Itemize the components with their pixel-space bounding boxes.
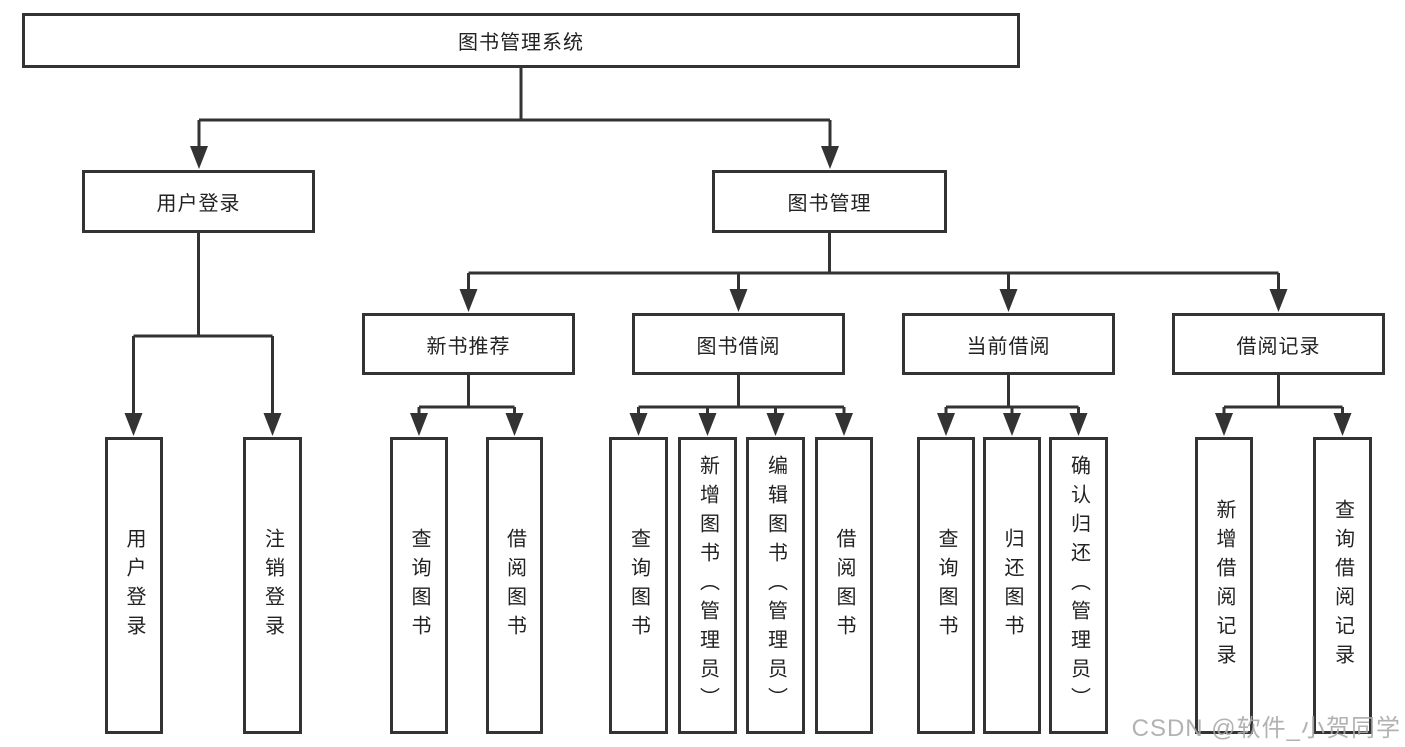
node-current-borrow: 当前借阅 bbox=[902, 313, 1115, 375]
node-return-books: 归还图书 bbox=[983, 437, 1041, 734]
arrowheads bbox=[124, 146, 1352, 436]
node-query-books-1: 查询图书 bbox=[390, 437, 448, 734]
node-query-borrow-record: 查询借阅记录 bbox=[1313, 437, 1372, 734]
node-borrow-books-1: 借阅图书 bbox=[486, 437, 543, 734]
node-new-book-recommend: 新书推荐 bbox=[362, 313, 575, 375]
node-book-management-module: 图书管理 bbox=[712, 170, 947, 233]
watermark: CSDN @软件_小贺同学 bbox=[1131, 715, 1401, 742]
node-add-book-admin: 新增图书（管理员） bbox=[678, 437, 737, 734]
node-confirm-return-admin: 确认归还（管理员） bbox=[1049, 437, 1108, 734]
node-user-login-leaf: 用户登录 bbox=[105, 437, 163, 734]
node-query-books-3: 查询图书 bbox=[917, 437, 975, 734]
node-query-books-2: 查询图书 bbox=[609, 437, 668, 734]
node-user-login-module: 用户登录 bbox=[82, 170, 315, 233]
node-borrow-books-2: 借阅图书 bbox=[815, 437, 873, 734]
node-add-borrow-record: 新增借阅记录 bbox=[1195, 437, 1253, 734]
node-book-borrow: 图书借阅 bbox=[632, 313, 845, 375]
node-borrow-records: 借阅记录 bbox=[1172, 313, 1385, 375]
node-logout-leaf: 注销登录 bbox=[243, 437, 302, 734]
node-root-system: 图书管理系统 bbox=[22, 13, 1020, 68]
node-edit-book-admin: 编辑图书（管理员） bbox=[746, 437, 805, 734]
